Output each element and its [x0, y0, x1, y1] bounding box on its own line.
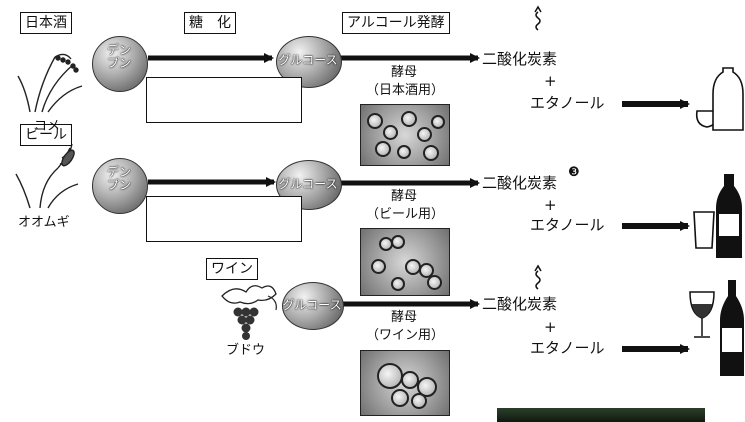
- label-wine: ワイン: [206, 258, 258, 280]
- beer-bottle-and-glass-icon: [693, 174, 742, 258]
- yeast-micrograph-sake: [360, 104, 450, 166]
- glucose-sphere-label: グルコース: [278, 177, 338, 191]
- yeast-micrograph-wine: [360, 350, 450, 416]
- starch-sphere: [92, 36, 148, 92]
- gas-wiggle-icon: [534, 5, 542, 31]
- sake-bottle-and-cup-icon: [695, 67, 744, 131]
- grape-cluster-icon: [221, 285, 277, 340]
- label-saccharification: 糖 化: [184, 12, 236, 34]
- product-co2-wine: 二酸化炭素: [482, 295, 558, 313]
- yeast-sake-caption: （日本酒用）: [365, 83, 444, 98]
- starch-sphere-label: デンプン: [106, 43, 131, 70]
- answer-box-beer[interactable]: [146, 196, 302, 242]
- yeast-title: 酵母: [390, 189, 417, 204]
- answer-box-sake[interactable]: [146, 77, 302, 123]
- product-ethanol-wine: エタノール: [530, 339, 605, 357]
- plus-sign: +: [544, 196, 557, 214]
- yeast-title: 酵母: [390, 310, 417, 325]
- label-sake: 日本酒: [20, 12, 72, 34]
- product-ethanol-sake: エタノール: [530, 94, 605, 112]
- yeast-beer-caption: （ビール用）: [365, 207, 444, 222]
- glucose-sphere-label: グルコース: [282, 298, 342, 312]
- caption-rice: コメ: [34, 119, 61, 134]
- caption-grape: ブドウ: [226, 343, 266, 358]
- starch-sphere: [92, 158, 148, 214]
- barley-plant-icon: [15, 143, 79, 209]
- rice-plant-icon: [17, 53, 83, 113]
- label-beer: ビール: [20, 124, 72, 146]
- wine-bottle-and-glass-icon: [689, 280, 744, 376]
- product-ethanol-beer: エタノール: [530, 216, 605, 234]
- starch-sphere-label: デンプン: [106, 165, 131, 192]
- marker-3: ❸: [568, 165, 580, 180]
- product-co2-sake: 二酸化炭素: [482, 50, 558, 68]
- plus-sign: +: [544, 318, 557, 336]
- caption-barley: オオムギ: [18, 215, 70, 230]
- yeast-title: 酵母: [390, 65, 417, 80]
- glucose-sphere-label: グルコース: [278, 53, 338, 67]
- photo-fragment: [497, 408, 705, 422]
- label-alcohol-fermentation: アルコール発酵: [342, 12, 450, 34]
- plus-sign: +: [544, 72, 557, 90]
- product-co2-beer: 二酸化炭素: [482, 174, 558, 192]
- gas-wiggle-icon: [534, 264, 542, 290]
- yeast-micrograph-beer: [360, 228, 450, 296]
- glucose-sphere: [282, 282, 344, 330]
- yeast-wine-caption: （ワイン用）: [365, 328, 444, 343]
